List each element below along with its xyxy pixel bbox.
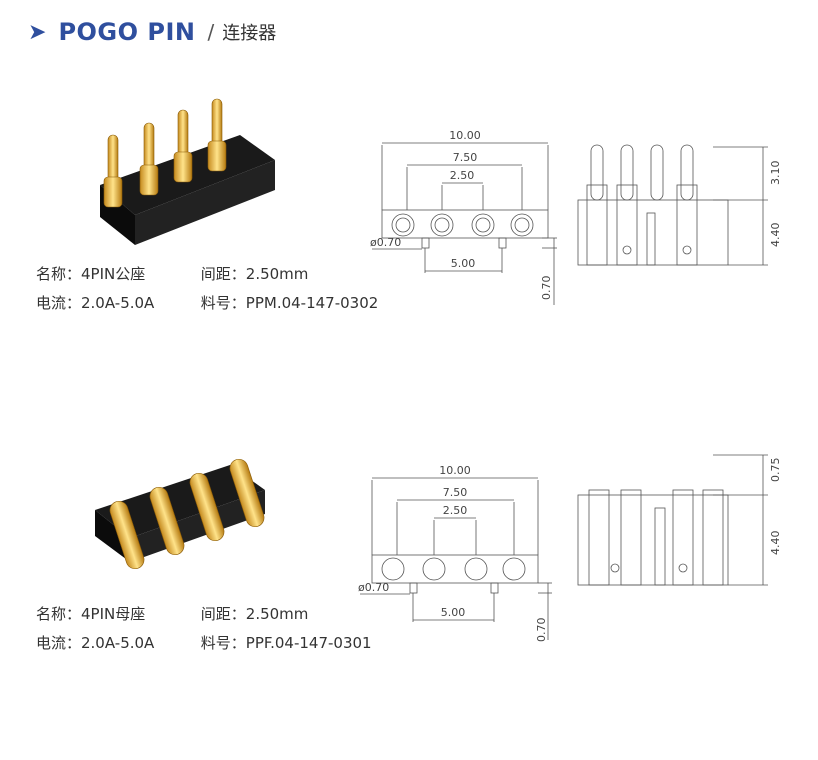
dim-post-height: 0.70 [540, 276, 553, 301]
dim-post-height: 0.70 [535, 618, 548, 643]
dim-side-body: 4.40 [769, 531, 782, 556]
dim-post-spacing: 5.00 [441, 606, 466, 619]
product-photo-female [95, 458, 265, 570]
product-female: 10.00 7.50 2.50 ø0.70 5.00 0.70 0.75 4.4… [0, 430, 818, 760]
dim-side-top: 3.10 [769, 161, 782, 186]
spec-current: 电流：2.0A-5.0A [36, 294, 155, 312]
dim-total: 10.00 [439, 464, 471, 477]
dim-inner: 2.50 [450, 169, 475, 182]
dim-inner: 2.50 [443, 504, 468, 517]
spec-pitch: 间距：2.50mm [200, 605, 309, 623]
front-view-drawing-male: 10.00 7.50 2.50 ø0.70 5.00 0.70 [370, 129, 557, 305]
spec-table-male: 名称：4PIN公座 间距：2.50mm 电流：2.0A-5.0A 料号：PPM.… [36, 260, 378, 318]
dim-post-dia: ø0.70 [370, 236, 401, 249]
page-subtitle: 连接器 [222, 23, 277, 44]
product-photo-male [100, 98, 275, 245]
dim-outer: 7.50 [453, 151, 478, 164]
dim-post-spacing: 5.00 [451, 257, 476, 270]
dim-post-dia: ø0.70 [358, 581, 389, 594]
dim-side-top: 0.75 [769, 458, 782, 483]
spec-current: 电流：2.0A-5.0A [36, 634, 155, 652]
spec-table-female: 名称：4PIN母座 间距：2.50mm 电流：2.0A-5.0A 料号：PPF.… [36, 600, 372, 658]
page-header: ➤ POGO PIN / 连接器 [28, 14, 276, 50]
product-male: 10.00 7.50 2.50 ø0.70 5.00 0.70 3.10 4.4… [0, 95, 818, 425]
side-view-drawing-male: 3.10 4.40 [577, 144, 782, 266]
spec-part-number: 料号：PPF.04-147-0301 [200, 634, 372, 652]
dim-outer: 7.50 [443, 486, 468, 499]
front-view-drawing-female: 10.00 7.50 2.50 ø0.70 5.00 0.70 [358, 464, 552, 643]
side-view-drawing-female: 0.75 4.40 [577, 454, 782, 586]
arrow-icon: ➤ [28, 19, 47, 45]
title-separator: / [207, 20, 215, 44]
page-title: POGO PIN [58, 18, 196, 46]
spec-name: 名称：4PIN公座 [36, 265, 146, 283]
dim-total: 10.00 [449, 129, 481, 142]
spec-part-number: 料号：PPM.04-147-0302 [200, 294, 379, 312]
spec-name: 名称：4PIN母座 [36, 605, 146, 623]
spec-pitch: 间距：2.50mm [200, 265, 309, 283]
dim-side-body: 4.40 [769, 223, 782, 248]
